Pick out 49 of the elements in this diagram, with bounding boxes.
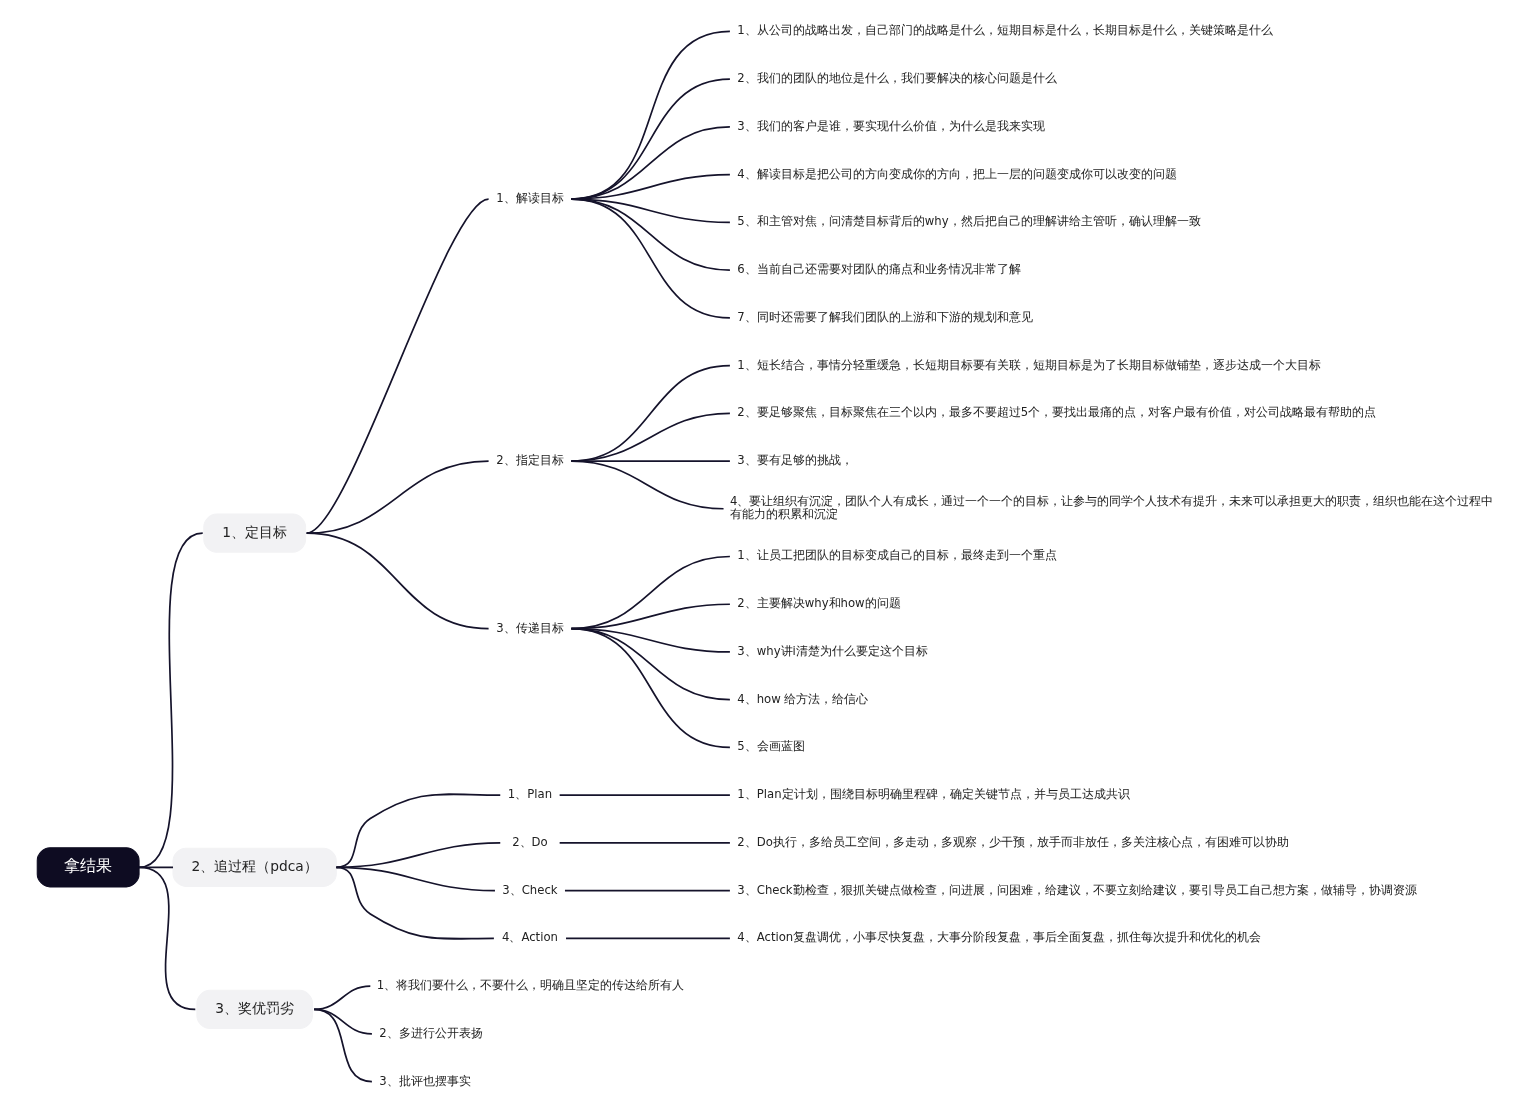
node-text: 1、从公司的战略出发，自己部门的战略是什么，短期目标是什么，长期目标是什么，关键策略是什么 <box>737 23 1273 38</box>
connector <box>313 1008 373 1083</box>
node-text: 1、将我们要什么，不要什么，明确且坚定的传达给所有人 <box>376 978 685 993</box>
node-text: 3、要有足够的挑战， <box>737 453 853 467</box>
node-text: 4、Action <box>501 930 558 945</box>
node-text: 3、why讲i清楚为什么要定这个目标 <box>737 643 928 658</box>
connector <box>570 460 725 510</box>
connector <box>138 866 174 869</box>
node-text: 2、多进行公开表扬 <box>379 1025 483 1040</box>
node-text: 1、短长结合，事情分轻重缓急，长短期目标要有关联，短期目标是为了长期目标做铺垫，逐步达成一个大目标 <box>737 357 1321 372</box>
node-text: 1、让员工把团队的目标变成自己的目标，最终走到一个重点 <box>737 548 1057 563</box>
node-text: 5、会画蓝图 <box>737 739 805 754</box>
node-text: 7、同时还需要了解我们团队的上游和下游的规划和意见 <box>737 309 1033 324</box>
node-text: 4、Action复盘调优，小事尽快复盘，大事分阶段复盘，事后全面复盘，抓住每次提升和优化的机会 <box>737 930 1262 945</box>
node-text: 1、Plan定计划，围绕目标明确里程碑，确定关键节点，并与员工达成共识 <box>737 787 1130 802</box>
node-text: 3、传递目标 <box>496 620 564 635</box>
node-text: 2、要足够聚焦，目标聚焦在三个以内，最多不要超过5个，要找出最痛的点，对客户最有价值，对公司战略最有帮助的点 <box>737 405 1377 420</box>
node-text: 2、我们的团队的地位是什么，我们要解决的核心问题是什么 <box>737 71 1057 86</box>
node-text: 1、解读目标 <box>496 191 564 205</box>
node-text: 6、当前自己还需要对团队的痛点和业务情况非常了解 <box>737 262 1021 277</box>
node-box: 2、追过程（pdca） <box>172 847 337 887</box>
connector <box>335 866 496 892</box>
connector <box>558 794 731 796</box>
node-box: 1、定目标 <box>203 513 307 553</box>
connector <box>335 866 495 940</box>
node-text: 5、和主管对焦，问清楚目标背后的why，然后把自己的理解讲给主管听，确认理解一致 <box>737 214 1201 229</box>
node-text: 2、指定目标 <box>496 453 564 467</box>
node-text: 2、主要解决why和how的问题 <box>737 596 901 611</box>
connector <box>138 866 197 1011</box>
connector <box>313 985 372 1011</box>
node-text: 3、Check <box>502 882 558 897</box>
node-box: 拿结果 <box>36 847 140 888</box>
connector <box>570 198 731 319</box>
node-text: 2、Do <box>512 834 548 849</box>
node-text: 1、Plan <box>507 787 553 802</box>
node-text: 4、解读目标是把公司的方向变成你的方向，把上一层的问题变成你可以改变的问题 <box>737 166 1177 181</box>
node-box: 3、奖优罚劣 <box>196 989 314 1030</box>
node-text: 2、Do执行，多给员工空间，多走动，多观察，少干预，放手而非放任，多关注核心点，有困难可以协助 <box>737 834 1289 849</box>
connector <box>564 889 731 892</box>
connector <box>138 532 204 869</box>
connector <box>570 627 731 749</box>
node-text: 4、how 给方法，给信心 <box>737 691 869 706</box>
node-text: 3、我们的客户是谁，要实现什么价值，为什么是我来实现 <box>737 118 1045 133</box>
node-text: 3、批评也摆事实 <box>379 1073 471 1088</box>
node-text: 4、要让组织有沉淀，团队个人有成长，通过一个一个的目标，让参与的同学个人技术有提升，未来可以承担更大的职责，组织也能在这个过程中有能力的积累和沉淀 <box>729 494 1494 522</box>
connector <box>565 937 731 940</box>
connector <box>558 842 731 844</box>
connector <box>305 532 490 630</box>
node-text: 3、Check勤检查，狠抓关键点做检查，问进展，问困难，给建议，不要立刻给建议，要引导员工自己想方案，做辅导，协调资源 <box>737 882 1417 897</box>
